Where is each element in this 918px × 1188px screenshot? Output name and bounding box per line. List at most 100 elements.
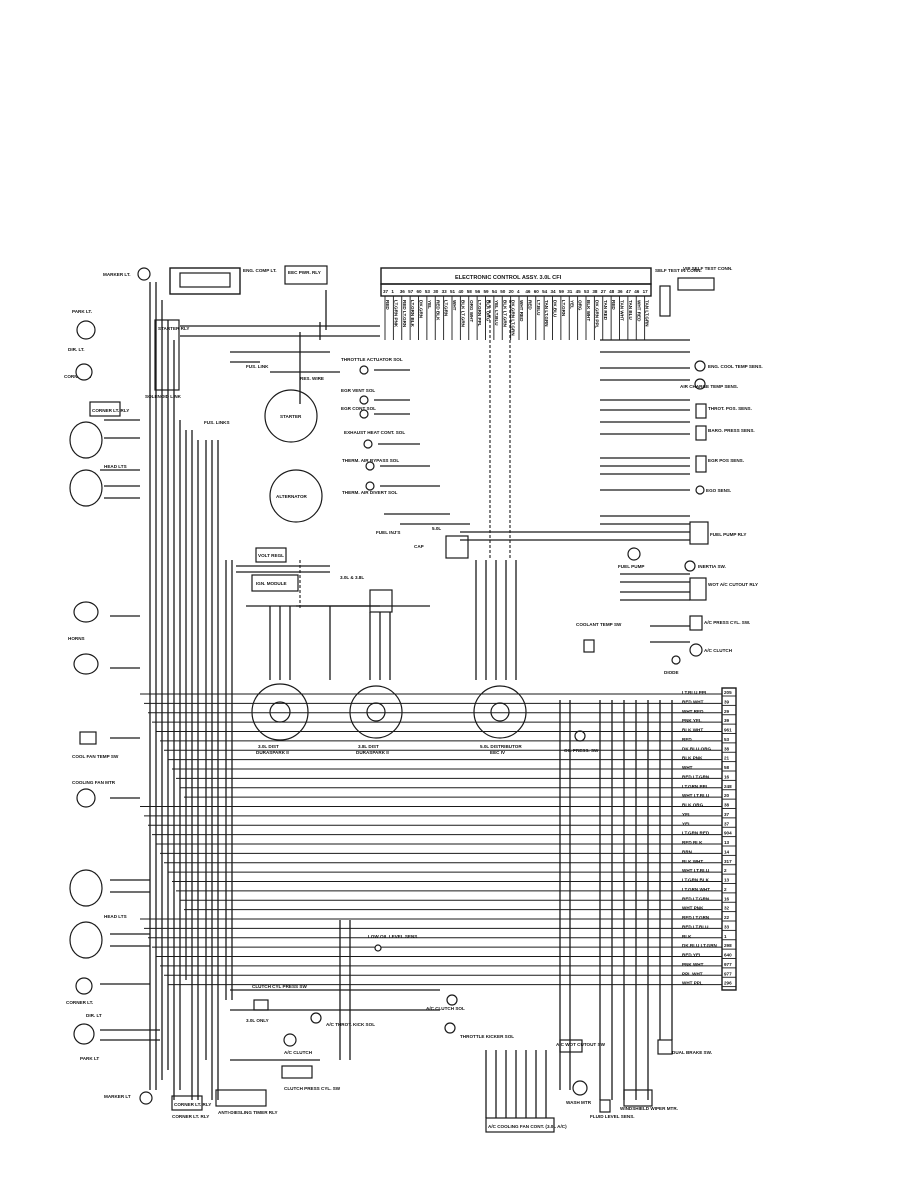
exhaust-heat-cont-sol-label: EXHAUST HEAT CONT. SOL xyxy=(344,430,405,435)
engines-30-38-label: 3.0L & 3.8L xyxy=(340,575,364,580)
ecu-wire-label: RED xyxy=(611,300,616,310)
dist-a-rotor xyxy=(269,701,291,723)
battery-cells xyxy=(179,272,231,288)
ecu-wire-label: YEL LT.BLU xyxy=(494,300,499,326)
connector-wire-color: PPL WHT xyxy=(682,971,703,976)
air-charge-temp-sens xyxy=(694,378,706,390)
connector-pin-number: 53 xyxy=(724,737,730,742)
ego-sens xyxy=(695,485,705,495)
connector-wire-color: LT.GRN WHT xyxy=(682,887,710,892)
clutch-press-cyl-sw xyxy=(281,1065,313,1079)
connector-wire-color: WHT xyxy=(682,765,693,770)
connector-pin-number: 22 xyxy=(724,915,730,920)
egr-cont-sol-label: EGR CONT SOL xyxy=(341,406,376,411)
connector-pin-number: 298 xyxy=(724,943,732,948)
ecu-wire-label: RED BLK xyxy=(435,300,440,321)
throt-pos-sens-label: THROT. POS. SENS. xyxy=(708,406,752,411)
cool-fan-temp-sw xyxy=(79,731,97,745)
ecu-wire-label: TAN RED xyxy=(603,300,608,321)
ecu-wire-label: DK.GRN xyxy=(419,300,424,319)
ecu-wire-label: BLK LT.GRN xyxy=(460,300,465,328)
inertia-sw-label: INERTIA SW. xyxy=(698,564,726,569)
egr-vent-sol xyxy=(359,395,369,405)
connector-pin-number: 14 xyxy=(724,849,730,854)
connector-wire-color: WHT LT.BLU xyxy=(682,868,710,873)
marker-lt-lower-label: MARKER LT xyxy=(104,1094,131,1099)
ecu-pin: 33 xyxy=(442,289,448,294)
egr-cont-sol xyxy=(359,409,369,419)
connector-pin-number: 29 xyxy=(724,709,730,714)
fuel-pump-label: FUEL PUMP xyxy=(618,564,644,569)
ecu-wire-label: RED LT.GRN xyxy=(402,300,407,328)
volt-regl xyxy=(255,547,287,563)
connector-wire-color: RED LT.GRN xyxy=(682,915,710,920)
throttle-actuator-sol-label: THROTTLE ACTUATOR SOL xyxy=(341,357,403,362)
connector-pin-number: 21 xyxy=(724,756,730,761)
ecu-pin: 36 xyxy=(618,289,624,294)
connector-pin-number: 205 xyxy=(724,690,732,695)
connector-wire-color: BLK ORG xyxy=(682,803,704,808)
egr-pos-sens xyxy=(695,455,707,473)
connector-wire-color: PNK WHT xyxy=(682,962,704,967)
ecu-wire-label: WHT xyxy=(452,300,457,311)
diode xyxy=(671,655,681,665)
ecu-wire-label: BLK WHT xyxy=(586,300,591,321)
anti-dieseling-timer-rly xyxy=(215,1089,267,1107)
dir-lt-top-label: DIR. LT. xyxy=(68,347,85,352)
dist-b-label-2: DURASPARK II xyxy=(356,750,389,755)
connector-wire-color: YEL xyxy=(682,821,691,826)
connector-pin-number: 37 xyxy=(724,821,730,826)
wash-mtr-label: WASH MTR xyxy=(566,1100,592,1105)
ecu-pin: 53 xyxy=(425,289,431,294)
ecu-wire-label: DK.BLU xyxy=(553,300,558,318)
wire-harness xyxy=(100,282,690,1118)
ecu-pin: 36 xyxy=(400,289,406,294)
wot-ac-cutout-rly-label: WOT A/C CUTOUT RLY xyxy=(708,582,758,587)
ac-clutch-right xyxy=(689,643,703,657)
ecu-pin: 40 xyxy=(458,289,464,294)
connector-wire-color: BRN xyxy=(682,849,693,854)
ac-clutch-sol xyxy=(446,994,458,1006)
connector-wire-color: RED BLK xyxy=(682,840,703,845)
thermactor-air-bypass-sol xyxy=(365,461,375,471)
connector-wire-color: BLK WHT xyxy=(682,728,703,733)
ignition-group: IGN. MODULE 3.0L & 3.8L 3.0L DIST DURASP… xyxy=(251,526,527,755)
ecu-pin: 34 xyxy=(551,289,557,294)
ecu-wire-label: WHT RED xyxy=(519,300,524,322)
horn-1 xyxy=(73,601,99,623)
head-lt-2 xyxy=(69,469,103,507)
connector-wire-color: BLK WHT xyxy=(682,859,703,864)
dual-brake-sw-label: DUAL BRAKE SW. xyxy=(672,1050,712,1055)
fluid-level-sens-label: FLUID LEVEL SENS. xyxy=(590,1114,635,1119)
connector-body xyxy=(721,687,737,991)
inertia-sw xyxy=(684,560,696,572)
park-lt-top xyxy=(76,320,96,340)
wash-mtr xyxy=(572,1080,588,1096)
ac-wot-cutout-sw-label: A/C WOT CUTOUT SW xyxy=(556,1042,606,1047)
ecu-wire-label: LT.GRN PPL xyxy=(477,300,482,327)
ecu-pin: 54 xyxy=(492,289,498,294)
ign-module xyxy=(251,574,299,592)
connector-pin-number: 33 xyxy=(724,924,730,929)
wiper-mtr-label: WINDSHIELD WIPER MTR. xyxy=(620,1106,678,1111)
res-wire-label: RES. WIRE xyxy=(300,376,324,381)
fuel-inj-label: FUEL INJ'S xyxy=(376,530,401,535)
ac-cooling-fan-cont-label: A/C COOLING FAN CONT. (3.0L A/C) xyxy=(488,1124,567,1129)
connector-pin-number: 16 xyxy=(724,774,730,779)
cooling-fan-mtr-label: COOLING FAN MTR xyxy=(72,780,116,785)
fluid-level-sens xyxy=(599,1099,611,1113)
connector-pin-number: 1 xyxy=(724,934,727,939)
self-test-connectors: SELF TEST IN CONN. VIP SELF TEST CONN. xyxy=(655,266,732,317)
ecu-pin: 50 xyxy=(500,289,506,294)
connector-wire-color: RED LT.GRN xyxy=(682,896,710,901)
cooling-fan-mtr xyxy=(76,788,96,808)
egr-pos-sens-label: EGR POS SENS. xyxy=(708,458,744,463)
starter xyxy=(264,389,318,443)
ecu-wire-label: YEL xyxy=(569,300,574,309)
ecu-wire-label: BLK ORG xyxy=(486,300,491,322)
engine-50-label: 5.0L xyxy=(432,526,441,531)
